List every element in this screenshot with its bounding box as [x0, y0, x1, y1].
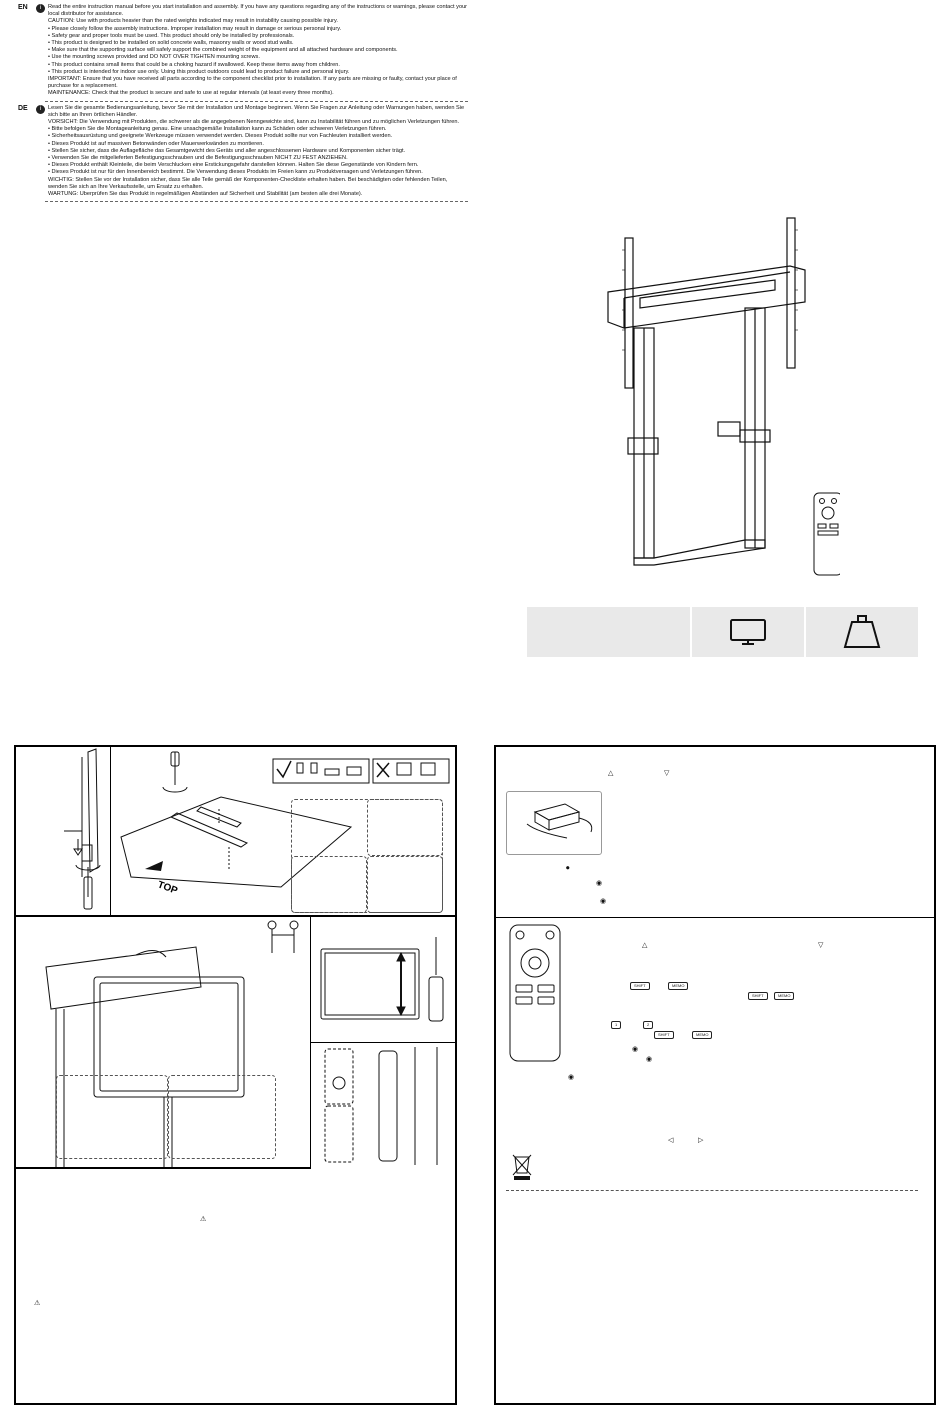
memo-key-chip: MEMO [668, 974, 689, 992]
safety-line: • Sicherheitsausrüstung und geeignete We… [48, 133, 393, 140]
weee-bin-icon [512, 1154, 532, 1180]
tv-stand-illustration [607, 217, 840, 576]
safety-de: DE i Lesen Sie die gesamte Bedienungsanl… [18, 104, 468, 199]
warning-icon: ⚠ [34, 1300, 41, 1307]
ok-button-icon: ◉ [568, 1074, 575, 1081]
power-button-icon: ⏺ [566, 865, 570, 872]
key-1-chip: 1 [611, 1013, 622, 1031]
notes-area: ⚠ ⚠ [16, 1169, 455, 1403]
rail-screw-figure [64, 748, 101, 910]
correct-usage-box [272, 758, 370, 784]
remote-icon [813, 492, 840, 576]
safety-line: • Dieses Produkt ist nur für den Innenbe… [48, 169, 423, 176]
lang-de-label: DE [18, 104, 28, 112]
safety-line: local distributor for assistance. [48, 11, 124, 18]
safety-instructions: EN i Read the entire instruction manual … [18, 4, 468, 205]
spec-cell-screen [691, 607, 804, 657]
shift-key-chip: SHIFT [748, 984, 768, 1002]
step-tv-bracket: TOP [111, 747, 455, 917]
arrow-up-icon: △ [642, 942, 648, 949]
safety-de-text: Lesen Sie die gesamte Bedienungsanleitun… [48, 105, 468, 199]
ok-button-icon: ◉ [600, 898, 607, 905]
memo-key-chip: MEMO [774, 984, 795, 1002]
safety-line: • This product is designed to be install… [48, 40, 294, 47]
spec-cell-weight [805, 607, 918, 657]
safety-line: • Make sure that the supporting surface … [48, 47, 398, 54]
spec-cell-blank [527, 607, 690, 657]
divider [45, 100, 468, 102]
warning-icon: ⚠ [200, 1216, 207, 1223]
info-icon: i [36, 104, 45, 114]
safety-line: • Dieses Produkt ist auf massiven Betonw… [48, 140, 264, 147]
ok-button-icon: ◉ [646, 1056, 653, 1063]
arrow-right-icon: ▷ [698, 1137, 704, 1144]
height-adjust-figure [320, 937, 444, 1022]
safety-line: VORSICHT: Die Verwendung mit Produkten, … [48, 119, 460, 126]
divider [496, 917, 936, 918]
detail-screw-box [168, 1075, 276, 1159]
safety-line: Lesen Sie die gesamte Bedienungsanleitun… [48, 104, 465, 111]
screw-option-3 [291, 856, 367, 913]
safety-line: • Safety gear and proper tools must be u… [48, 32, 295, 39]
safety-line: • This product is intended for indoor us… [48, 68, 350, 75]
shift-key-chip: SHIFT [630, 974, 650, 992]
power-adapter-icon [526, 803, 593, 839]
safety-line: IMPORTANT: Ensure that you have received… [48, 76, 457, 83]
safety-line: • Dieses Produkt enthält Kleinteile, die… [48, 162, 419, 169]
info-icon: i [36, 4, 45, 13]
cross-icon [376, 762, 390, 778]
screw-options-box [291, 799, 443, 913]
step-remote-battery [311, 1043, 455, 1169]
safety-line: wenden Sie sich an Ihre Verkaufsstelle, … [48, 183, 204, 190]
screw-option-4 [367, 856, 443, 913]
safety-line: • Stellen Sie sicher, dass die Auflagefl… [48, 147, 406, 154]
arrow-down-icon: ▽ [818, 942, 824, 949]
safety-line: • Verwenden Sie die mitgelieferten Befes… [48, 155, 348, 162]
safety-line: • Please closely follow the assembly ins… [48, 25, 342, 32]
remote-control-figure [509, 924, 561, 1062]
step-height-adjust [311, 917, 455, 1043]
safety-line: MAINTENANCE: Check that the product is s… [48, 90, 334, 97]
arrow-down-icon: ▽ [664, 770, 670, 777]
safety-line: purchase for a replacement. [48, 83, 118, 90]
memo-key-chip: MEMO [692, 1023, 713, 1041]
safety-line: CAUTION: Use with products heavier than … [48, 18, 338, 25]
safety-en: EN i Read the entire instruction manual … [18, 4, 468, 98]
divider [45, 201, 468, 203]
arrow-left-icon: ◁ [668, 1137, 674, 1144]
detail-lock-box [56, 1075, 168, 1159]
safety-line: sich bitte an Ihren örtlichen Händler. [48, 111, 138, 118]
ok-button-icon: ◉ [596, 880, 603, 887]
spec-table [527, 607, 918, 657]
screw-option-2 [367, 799, 443, 856]
remote-battery-figure [324, 1047, 438, 1165]
control-instructions-panel: △ ▽ ⏺ ◉ ◉ △ ▽ SHIFT MEMO SHIFT MEMO 1 [494, 745, 936, 1405]
safety-line: • Bitte befolgen Sie die Montageanleitun… [48, 126, 387, 133]
arrow-up-icon: △ [608, 770, 614, 777]
step-hang-tv [16, 917, 311, 1169]
assembly-steps-panel: TOP [14, 745, 457, 1405]
step-rail-attach [16, 747, 111, 917]
incorrect-usage-box [372, 758, 450, 784]
key-2-chip: 2 [643, 1013, 654, 1031]
tv-back-bracket-figure: TOP [120, 751, 450, 897]
top-label: TOP [156, 879, 179, 896]
safety-line: WARTUNG: Überprüfen Sie das Produkt in r… [48, 191, 363, 198]
power-adapter-figure [506, 791, 602, 855]
ok-button-icon: ◉ [632, 1046, 639, 1053]
safety-en-text: Read the entire instruction manual befor… [48, 4, 468, 98]
weight-icon [843, 615, 881, 648]
shift-key-chip: SHIFT [654, 1023, 674, 1041]
safety-line: • This product contains small items that… [48, 61, 340, 68]
safety-line: WICHTIG: Stellen Sie vor der Installatio… [48, 176, 448, 183]
lang-en-label: EN [18, 4, 28, 11]
safety-line: Read the entire instruction manual befor… [48, 4, 468, 10]
safety-line: • Use the mounting screws provided and D… [48, 54, 260, 61]
divider [506, 1190, 918, 1191]
monitor-icon [729, 619, 766, 645]
check-icon [276, 760, 292, 779]
